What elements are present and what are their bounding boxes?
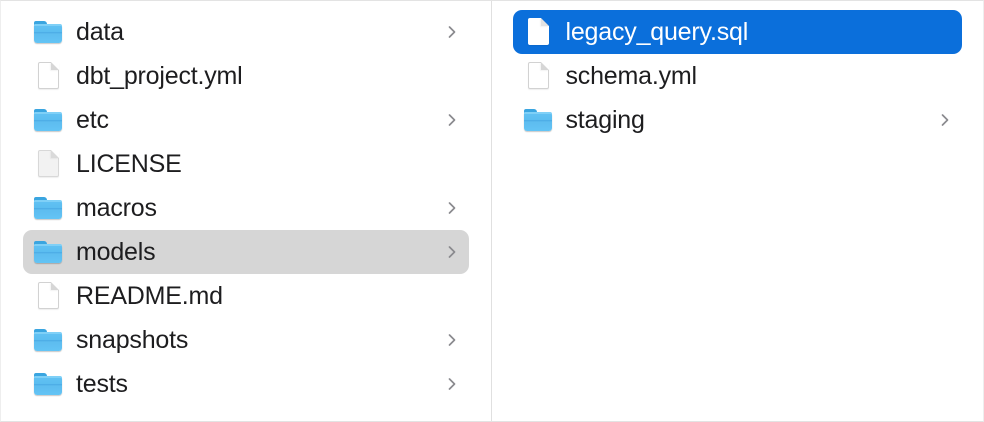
models-column: legacy_query.sql schema.yml staging: [491, 1, 983, 421]
file-name-label: data: [76, 18, 124, 46]
folder-fld-lip: [34, 244, 62, 246]
folder-fld-body: [34, 332, 62, 351]
file-row[interactable]: README.md: [23, 274, 469, 318]
chevron-right-icon[interactable]: [938, 110, 952, 130]
folder-icon: [34, 193, 62, 223]
document-glyph: [527, 62, 549, 89]
file-name-label: macros: [76, 194, 157, 222]
folder-icon: [523, 105, 552, 135]
file-name-label: tests: [76, 370, 128, 398]
folder-fld-body: [34, 112, 62, 131]
folder-fld-lip: [34, 376, 62, 378]
file-row[interactable]: staging: [513, 98, 963, 142]
folder-fld-lip: [34, 200, 62, 202]
folder-glyph: [34, 241, 62, 263]
folder-glyph: [523, 109, 552, 131]
folder-glyph: [34, 21, 62, 43]
document-glyph: [38, 150, 59, 177]
file-name-label: README.md: [76, 282, 223, 310]
file-name-label: schema.yml: [565, 62, 698, 90]
folder-fld-back: [34, 241, 47, 246]
folder-fld-back: [34, 329, 47, 334]
chevron-right-icon[interactable]: [445, 198, 459, 218]
folder-fld-lip: [34, 24, 62, 26]
folder-icon: [34, 105, 62, 135]
file-row[interactable]: etc: [23, 98, 469, 142]
file-row[interactable]: tests: [23, 362, 469, 406]
folder-fld-lip: [34, 112, 62, 114]
folder-glyph: [34, 373, 62, 395]
folder-fld-body: [34, 376, 62, 395]
file-name-label: snapshots: [76, 326, 189, 354]
document-icon: [524, 61, 552, 91]
file-name-label: LICENSE: [76, 150, 182, 178]
document-icon: [524, 17, 552, 47]
chevron-right-icon[interactable]: [445, 242, 459, 262]
document-icon: [34, 61, 62, 91]
file-row[interactable]: snapshots: [23, 318, 469, 362]
file-row[interactable]: macros: [23, 186, 469, 230]
file-name-label: dbt_project.yml: [76, 62, 243, 90]
chevron-right-icon[interactable]: [445, 110, 459, 130]
document-glyph: [527, 18, 549, 45]
folder-fld-back: [34, 109, 47, 114]
folder-icon: [34, 237, 62, 267]
file-row[interactable]: legacy_query.sql: [512, 10, 962, 54]
chevron-right-icon[interactable]: [445, 22, 459, 42]
document-icon: [34, 281, 62, 311]
document-glyph: [38, 62, 59, 89]
folder-fld-lip: [523, 112, 552, 114]
folder-fld-body: [34, 24, 62, 43]
document-gray-icon: [34, 149, 62, 179]
folder-icon: [34, 17, 62, 47]
folder-fld-back: [34, 373, 47, 378]
file-row[interactable]: schema.yml: [513, 54, 963, 98]
folder-icon: [34, 325, 62, 355]
chevron-right-icon[interactable]: [445, 374, 459, 394]
folder-glyph: [34, 329, 62, 351]
file-name-label: staging: [565, 106, 645, 134]
folder-fld-body: [34, 200, 62, 219]
file-name-label: models: [76, 238, 156, 266]
folder-fld-body: [523, 112, 552, 131]
folder-fld-body: [34, 244, 62, 263]
document-glyph: [38, 282, 59, 309]
file-row[interactable]: LICENSE: [23, 142, 469, 186]
folder-icon: [34, 369, 62, 399]
file-name-label: etc: [76, 106, 109, 134]
folder-fld-back: [34, 197, 47, 202]
folder-glyph: [34, 197, 62, 219]
chevron-right-icon[interactable]: [445, 330, 459, 350]
file-name-label: legacy_query.sql: [565, 18, 749, 46]
file-row[interactable]: data: [23, 10, 469, 54]
folder-fld-lip: [34, 332, 62, 334]
folder-fld-back: [34, 21, 47, 26]
folder-fld-back: [523, 109, 537, 114]
file-row[interactable]: dbt_project.yml: [23, 54, 469, 98]
folder-glyph: [34, 109, 62, 131]
file-row[interactable]: models: [23, 230, 469, 274]
